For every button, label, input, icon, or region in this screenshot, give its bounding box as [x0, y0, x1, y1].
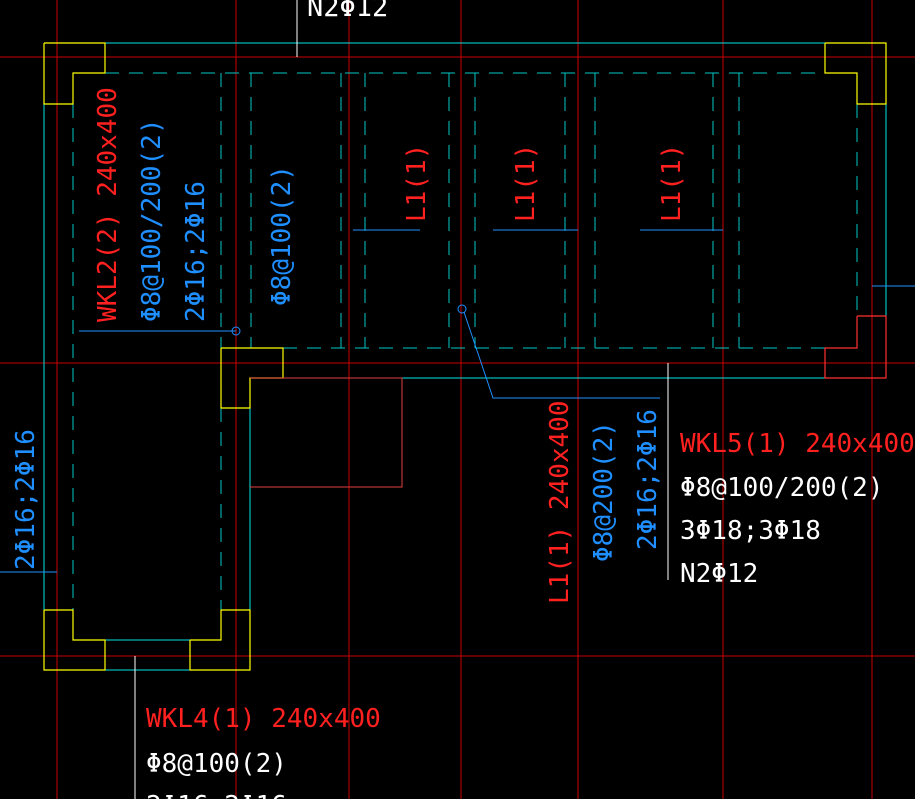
l1-stirrup-text: Φ8@200(2): [589, 421, 619, 562]
wkl5-name-text: WKL5(1) 240x400: [680, 429, 915, 459]
l1-bars-text: 2Φ16;2Φ16: [633, 409, 663, 550]
bay-stirrup-text: Φ8@100(2): [267, 165, 297, 306]
wkl5-bars-text: 3Φ18;3Φ18: [680, 516, 821, 546]
top-note-text: N2Φ12: [307, 0, 388, 23]
column-outline: [43, 609, 106, 671]
leader-dot: [457, 304, 467, 314]
column-outline-red: [824, 315, 887, 379]
beam-dashed-lines: [72, 72, 858, 610]
column-outline: [824, 42, 887, 105]
wkl4-name-text: WKL4(1) 240x400: [146, 704, 381, 734]
wkl5-torsion-text: N2Φ12: [680, 559, 758, 589]
left-bars-text: 2Φ16;2Φ16: [11, 429, 41, 570]
l1-bay-a-text: L1(1): [402, 144, 432, 222]
wkl4-stirrup-text: Φ8@100(2): [146, 749, 287, 779]
annotations: N2Φ12 WKL2(2) 240x400 Φ8@100/200(2) 2Φ16…: [11, 0, 915, 799]
leader-line: [463, 311, 660, 399]
wkl4-bars-text: 2Φ16;2Φ16: [146, 791, 287, 799]
wkl2-stirrup-text: Φ8@100/200(2): [137, 119, 167, 323]
wkl2-bars-text: 2Φ16;2Φ16: [181, 181, 211, 322]
leader-dot: [231, 326, 241, 336]
l1-bay-b-text: L1(1): [511, 144, 541, 222]
column-outline: [189, 609, 251, 671]
wkl2-name-text: WKL2(2) 240x400: [93, 87, 123, 322]
l1-name-text: L1(1) 240x400: [545, 401, 575, 605]
wkl5-stirrup-text: Φ8@100/200(2): [680, 473, 884, 503]
column-outline: [43, 42, 106, 105]
beam-outline: [43, 42, 887, 671]
opening-outline: [250, 377, 403, 488]
l1-bay-c-text: L1(1): [657, 144, 687, 222]
